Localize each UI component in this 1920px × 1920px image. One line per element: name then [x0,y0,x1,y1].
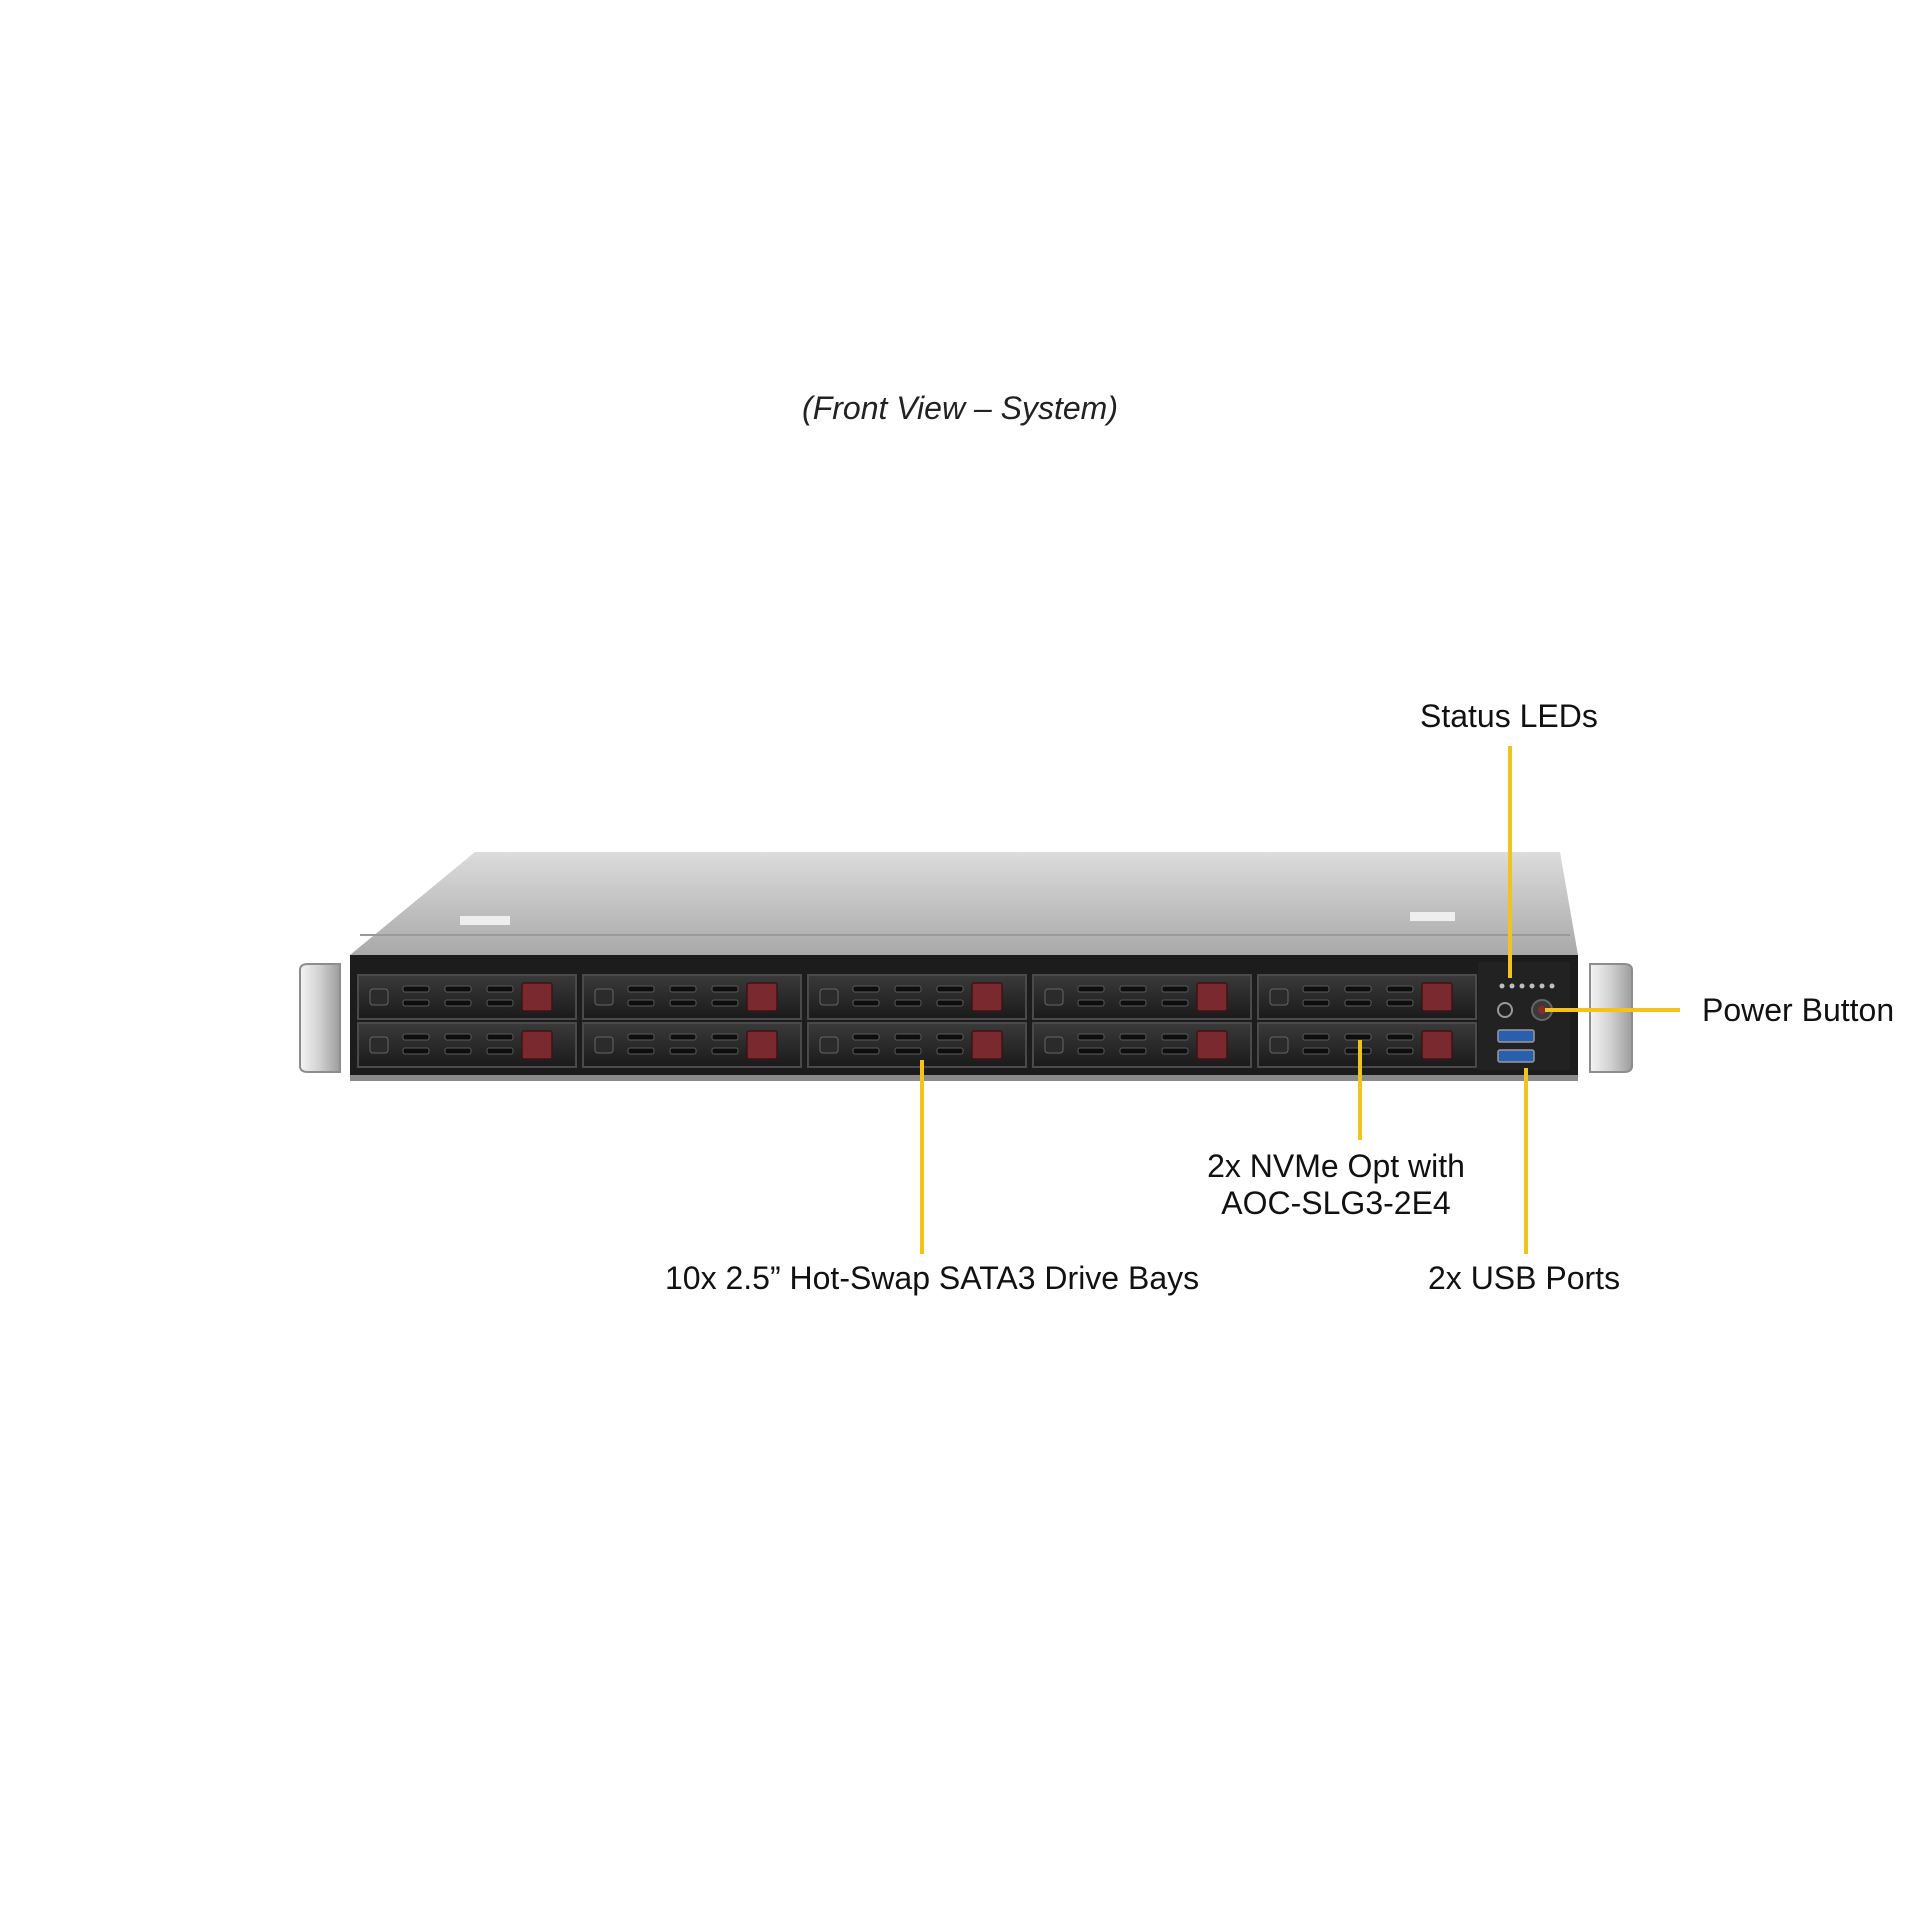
drive-bay[interactable] [1257,974,1477,1020]
drive-bays-label: 10x 2.5” Hot-Swap SATA3 Drive Bays [665,1260,1200,1296]
nvme-label-line2: AOC-SLG3-2E4 [1221,1185,1451,1221]
drive-bay[interactable] [582,1022,802,1068]
drive-latch [746,982,778,1012]
drive-latch [1421,982,1453,1012]
reset-button-icon [1497,1002,1513,1018]
drive-bay[interactable] [357,974,577,1020]
drive-latch [971,1030,1003,1060]
drive-latch [746,1030,778,1060]
chassis-top-tab-left [460,916,510,925]
figure-caption: (Front View – System) [802,390,1118,426]
drive-bay[interactable] [1032,974,1252,1020]
drive-bay[interactable] [807,1022,1027,1068]
status-leds [1499,983,1555,989]
drive-bay[interactable] [807,974,1027,1020]
drive-latch [971,982,1003,1012]
drive-bay[interactable] [582,974,802,1020]
usb-port-2[interactable] [1497,1049,1535,1063]
drive-latch [521,1030,553,1060]
callout-lines [920,746,1680,1254]
usb-port-1[interactable] [1497,1029,1535,1043]
usb-ports-label: 2x USB Ports [1428,1260,1621,1296]
drive-latch [1421,1030,1453,1060]
chassis-top-tab-right [1410,912,1455,921]
nvme-label-line1: 2x NVMe Opt with [1207,1148,1465,1184]
drive-bays [357,974,1477,1068]
drive-latch [521,982,553,1012]
drive-bay[interactable] [1032,1022,1252,1068]
drive-latch [1196,1030,1228,1060]
power-button[interactable] [1531,999,1553,1021]
power-button-label: Power Button [1702,992,1895,1028]
rack-ear-right [1589,963,1633,1073]
chassis-top [350,852,1578,955]
status-leds-label: Status LEDs [1420,698,1598,734]
rack-ear-left [299,963,341,1073]
drive-bay[interactable] [357,1022,577,1068]
drive-bay[interactable] [1257,1022,1477,1068]
drive-latch [1196,982,1228,1012]
